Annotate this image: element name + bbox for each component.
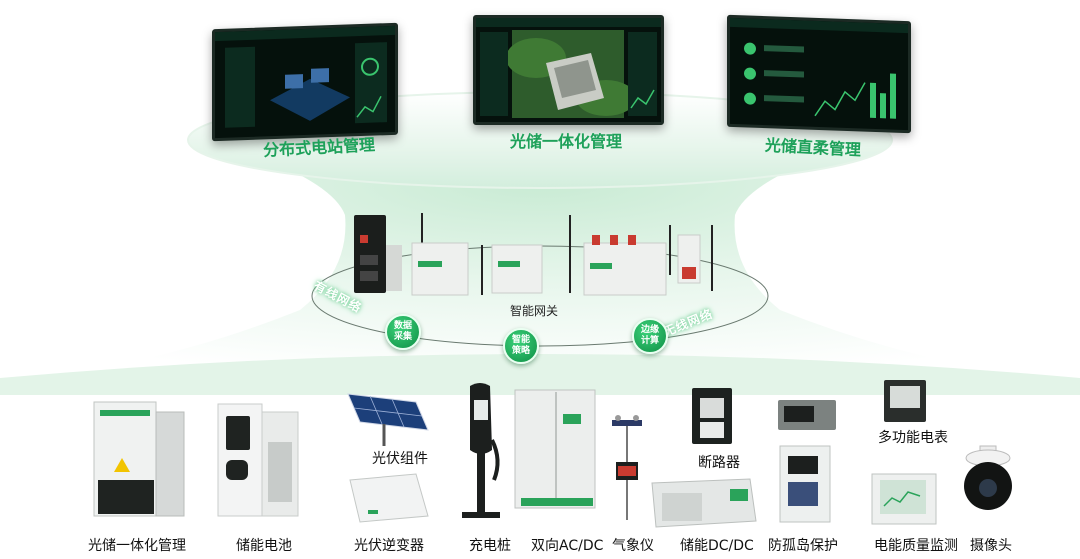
device-camera [964, 445, 1012, 510]
device-anti-islanding [778, 400, 836, 523]
gateway-label: 智能网关 [510, 304, 559, 318]
dashboard-illustration [225, 42, 387, 128]
badge-edge-computing: 边缘 计算 [632, 318, 668, 354]
building-illustration [480, 30, 657, 118]
device-label-power-quality: 电能质量监测 [874, 538, 958, 554]
device-weather-station [612, 415, 642, 520]
device-power-quality [871, 473, 937, 525]
device-label-camera: 摄像头 [970, 538, 1012, 554]
badge-line: 边缘 [640, 325, 659, 335]
device-label-weather-station: 气象仪 [612, 538, 654, 554]
device-storage-dcdc [651, 478, 757, 528]
screen-flexible [727, 14, 911, 134]
device-pv-inverter [349, 473, 429, 523]
platform-label-integrated: 光储一体化管理 [510, 132, 623, 151]
screen-integrated [473, 15, 664, 125]
device-label-bidirectional-acdc: 双向AC/DC [531, 538, 604, 554]
device-integrated-cabinet [93, 401, 185, 517]
device-charging-pile [462, 383, 500, 518]
device-label-integrated: 光储一体化管理 [88, 538, 186, 554]
device-multifunction-meter [884, 380, 926, 422]
screen-distributed [212, 22, 398, 142]
device-battery [217, 403, 299, 517]
device-label-charging-pile: 充电桩 [469, 538, 511, 554]
device-label-multifunction-meter: 多功能电表 [878, 430, 948, 446]
badge-line: 计算 [640, 336, 659, 346]
device-solar-panel [347, 393, 429, 446]
badge-line: 智能 [511, 335, 530, 345]
device-label-battery: 储能电池 [236, 538, 292, 554]
badge-line: 策略 [511, 346, 530, 356]
device-circuit-breaker [692, 388, 732, 444]
badge-smart-strategy: 智能 策略 [503, 328, 539, 364]
analytics-illustration [744, 42, 896, 119]
platform-label-flexible: 光储直柔管理 [764, 135, 862, 160]
device-label-circuit-breaker: 断路器 [698, 455, 740, 471]
device-label-pv-inverter: 光伏逆变器 [354, 538, 424, 554]
badge-line: 采集 [393, 332, 412, 342]
device-bidirectional-acdc [514, 389, 596, 509]
device-label-storage-dcdc: 储能DC/DC [680, 538, 754, 554]
device-label-solar-panel: 光伏组件 [372, 451, 428, 467]
device-label-anti-islanding: 防孤岛保护 [768, 538, 838, 554]
gateway-devices [354, 213, 713, 296]
badge-data-collection: 数据 采集 [385, 314, 421, 350]
badge-line: 数据 [393, 321, 412, 331]
